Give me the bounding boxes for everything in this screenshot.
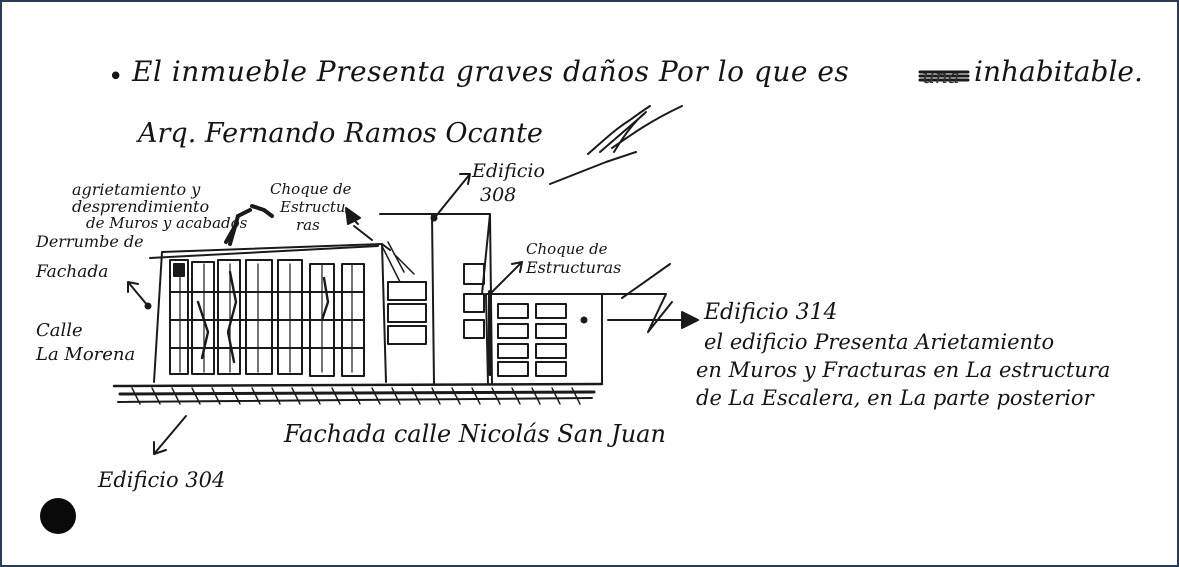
label-agrietamiento-3: de Muros y acabados xyxy=(86,214,248,232)
label-desc-3: de La Escalera, en La parte posterior xyxy=(696,386,1094,410)
ground-hatching xyxy=(114,384,602,404)
label-agrietamiento-2: desprendimiento xyxy=(72,197,210,216)
label-choque-top-3: ras xyxy=(296,216,320,234)
label-edificio-308-2: 308 xyxy=(480,184,517,206)
label-calle-1: Calle xyxy=(36,320,83,341)
label-edificio-304: Edificio 304 xyxy=(98,468,226,492)
edificio-314-drawing xyxy=(486,264,672,384)
label-edificio-314: Edificio 314 xyxy=(704,300,838,325)
note-bullet: • xyxy=(108,62,124,92)
edificio-308-drawing xyxy=(380,214,492,384)
label-choque-top-2: Estructu xyxy=(280,198,346,216)
label-choque-right-2: Estructuras xyxy=(526,258,622,277)
label-derrumbe-1: Derrumbe de xyxy=(36,232,144,251)
note-crossed-word: una xyxy=(922,64,960,88)
label-desc-1: el edificio Presenta Arietamiento xyxy=(704,330,1055,354)
label-agrietamiento-1: agrietamiento y xyxy=(72,180,201,199)
signature-scribble xyxy=(588,106,682,154)
label-edificio-308-1: Edificio xyxy=(472,160,545,182)
label-choque-top-1: Choque de xyxy=(270,180,352,198)
leader-arrows[interactable] xyxy=(128,152,698,454)
label-calle-2: La Morena xyxy=(36,344,136,365)
crossed-word-strike xyxy=(920,72,968,80)
label-fachada: Fachada calle Nicolás San Juan xyxy=(284,420,666,448)
author-name: Arq. Fernando Ramos Ocante xyxy=(138,118,543,149)
note-line-end: inhabitable. xyxy=(974,55,1143,88)
label-desc-2: en Muros y Fracturas en La estructura xyxy=(696,358,1111,382)
label-derrumbe-2: Fachada xyxy=(36,262,109,282)
edificio-304-drawing xyxy=(150,210,390,382)
note-line-start: El inmueble Presenta graves daños Por lo… xyxy=(132,55,850,88)
punch-hole xyxy=(40,498,76,534)
label-choque-right-1: Choque de xyxy=(526,240,608,258)
